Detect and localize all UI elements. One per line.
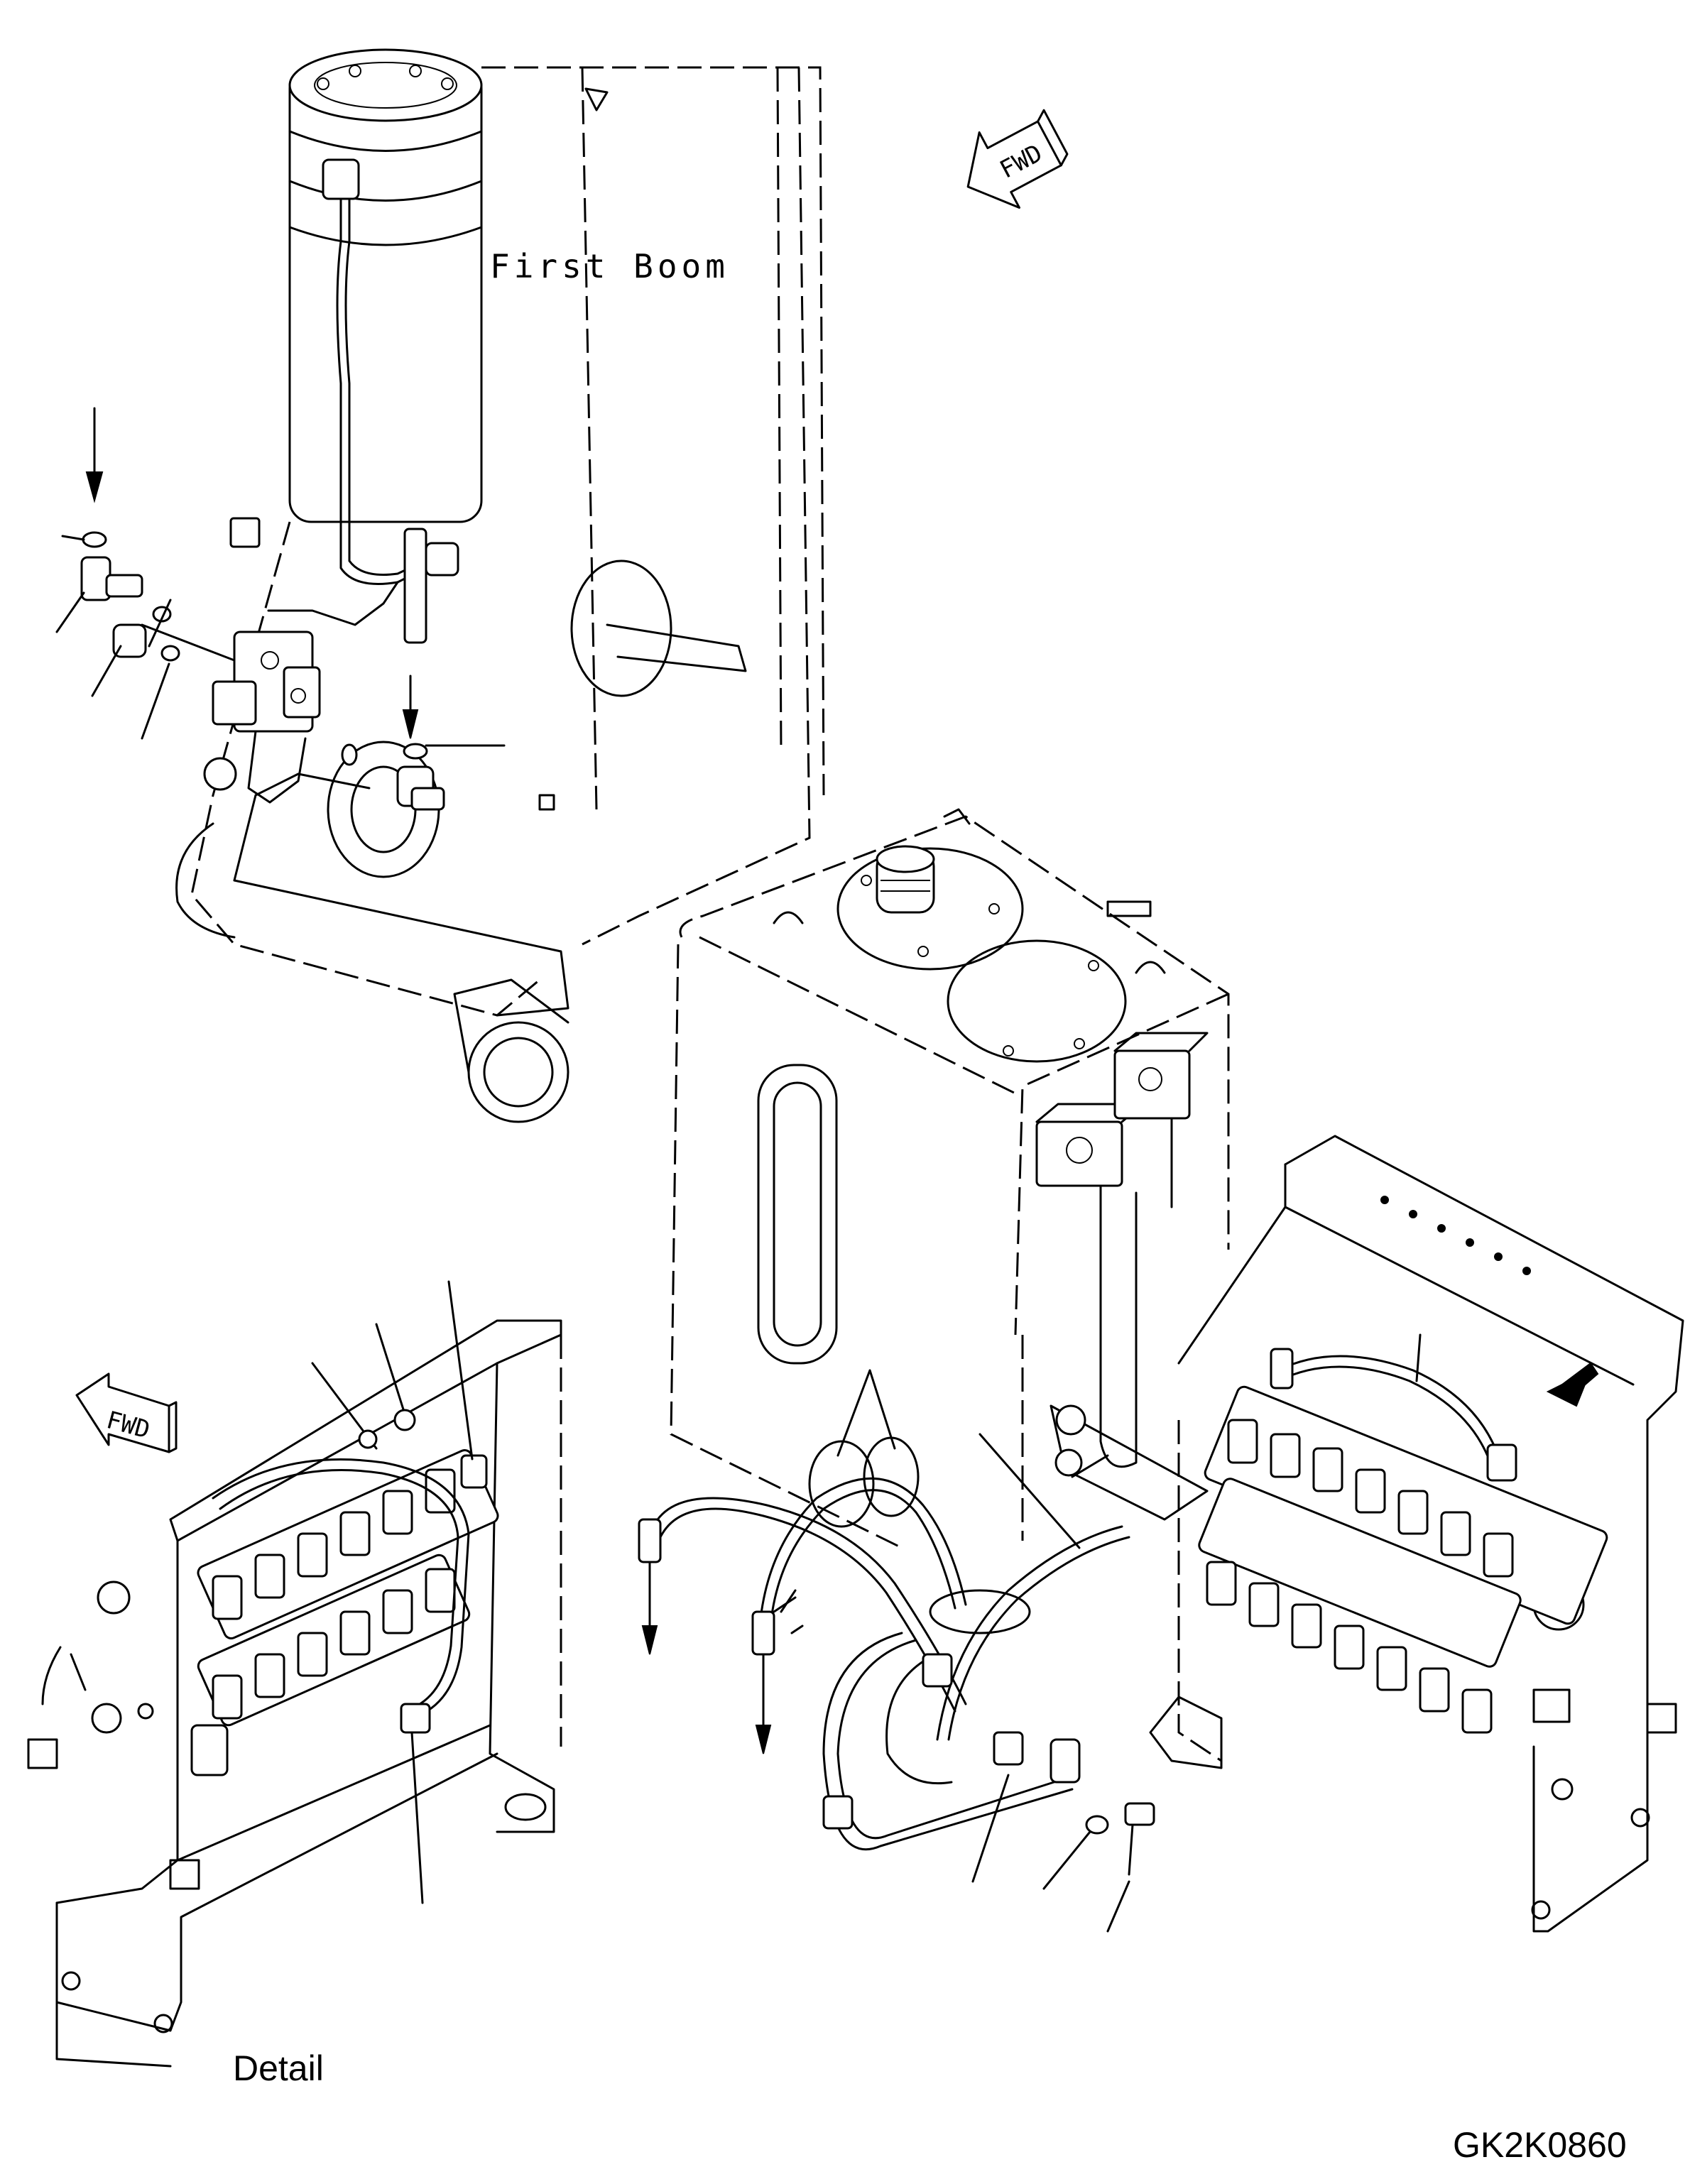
fwd-arrow-detail-icon: FWD	[75, 1372, 178, 1453]
first-boom	[175, 48, 825, 1123]
hoses-center	[638, 1369, 1155, 1933]
detail-label: Detail	[233, 2048, 324, 2088]
boom-fittings	[55, 407, 506, 747]
control-valve-right	[1149, 1135, 1684, 1933]
hydraulic-tank	[670, 808, 1230, 1549]
drawing-code: GK2K0860	[1453, 2125, 1627, 2165]
fwd-arrow-top-icon: FWD	[966, 109, 1069, 209]
detail-view	[27, 1280, 562, 2068]
fwd-detail-label: FWD	[104, 1406, 153, 1445]
first-boom-label: First Boom	[490, 247, 729, 285]
